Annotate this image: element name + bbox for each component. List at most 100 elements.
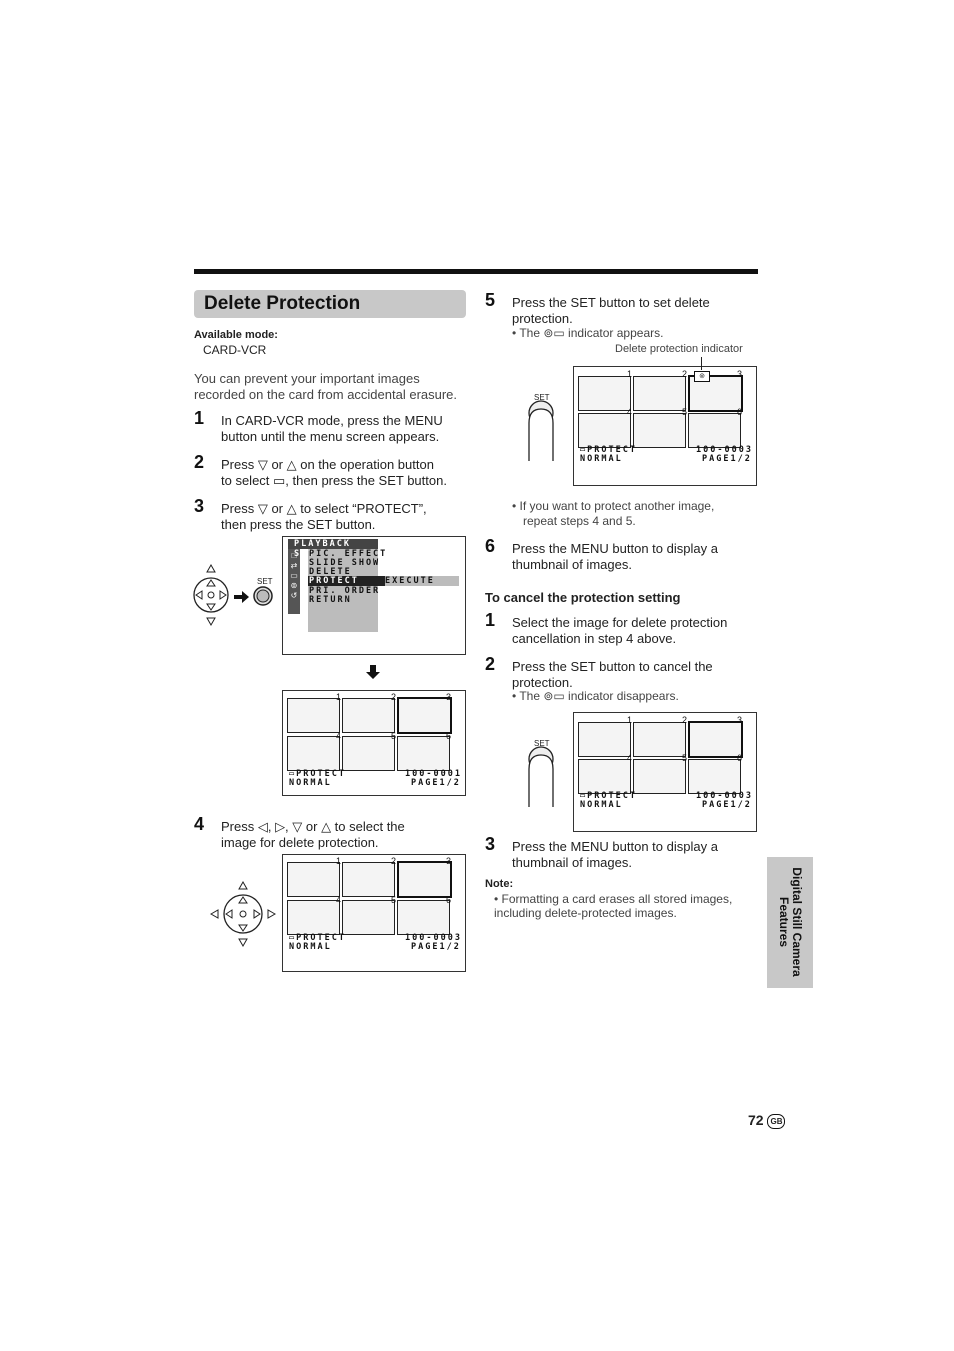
step-number: 3	[194, 496, 205, 516]
thumbnail	[633, 376, 686, 411]
thumbnail-number: 6	[446, 895, 452, 905]
thumbnail	[578, 413, 631, 448]
status-page: PAGE1/2	[702, 454, 752, 464]
thumbnail-number: 3	[737, 369, 743, 379]
note-text: • Formatting a card erases all stored im…	[494, 892, 733, 920]
thumbnail-selected	[397, 861, 452, 898]
step-number: 5	[485, 290, 496, 310]
cancel-heading: To cancel the protection setting	[485, 590, 681, 605]
thumbnail-number: 1	[627, 715, 633, 725]
thumbnail	[397, 736, 450, 771]
thumbnail-number: 3	[446, 856, 452, 866]
thumbnail	[578, 376, 631, 411]
menu-item: DELETE	[309, 567, 352, 577]
status-normal: NORMAL	[580, 800, 623, 810]
menu-panel	[308, 541, 378, 632]
finger-pressing-set-icon	[528, 746, 554, 807]
thumbnail	[633, 759, 686, 794]
thumbnail-number: 4	[336, 895, 342, 905]
thumbnail-number: 3	[737, 715, 743, 725]
thumbnail-number: 1	[336, 692, 342, 702]
thumbnail	[633, 722, 686, 757]
status-protect: ▭PROTECT	[580, 445, 637, 455]
thumbnail-number: 5	[682, 407, 688, 417]
status-file-number: 100-0003	[696, 791, 753, 801]
thumbnail	[578, 722, 631, 757]
thumbnail	[688, 413, 741, 448]
thumbnail-number: 5	[682, 753, 688, 763]
thumbnail-number: 2	[391, 692, 397, 702]
thumbnail-screen: 1 2 3 4 5 6 ▭PROTECT 100-0003 NORMAL PAG…	[573, 712, 757, 832]
menu-execute: EXECUTE	[385, 576, 459, 586]
status-page: PAGE1/2	[411, 942, 461, 952]
thumbnail	[287, 862, 340, 897]
note-label: Note:	[485, 878, 514, 890]
step-number: 3	[485, 834, 496, 854]
thumbnail-screen: ⊚ 1 2 3 4 5 6 ▭PROTECT 100-0003 NORMAL P…	[573, 366, 757, 486]
menu-screen: □⇄▭⊚↺ PLAYBACK SET PIC. EFFECT SLIDE SHO…	[282, 536, 466, 655]
set-button-label: SET	[257, 577, 273, 586]
thumbnail	[397, 900, 450, 935]
step-number: 2	[485, 654, 496, 674]
thumbnail-number: 4	[627, 753, 633, 763]
menu-item: PIC. EFFECT	[309, 549, 388, 559]
set-button-label: SET	[534, 739, 550, 748]
thumbnail-number: 4	[336, 731, 342, 741]
finger-pressing-set-icon	[528, 400, 554, 461]
section-title: Delete Protection	[204, 293, 361, 314]
indicator-caption: Delete protection indicator	[615, 343, 743, 355]
available-mode-value: CARD-VCR	[203, 343, 267, 357]
step-number: 4	[194, 814, 205, 834]
status-protect: ▭PROTECT	[289, 933, 346, 943]
top-rule	[194, 269, 758, 274]
bullet-text: • The ⊚▭ indicator disappears.	[512, 689, 679, 703]
status-normal: NORMAL	[289, 778, 332, 788]
thumbnail-number: 1	[336, 856, 342, 866]
thumbnail-number: 2	[682, 369, 688, 379]
indicator-leader-line	[701, 357, 702, 370]
status-protect: ▭PROTECT	[289, 769, 346, 779]
available-mode-label: Available mode:	[194, 329, 278, 341]
step-number: 1	[485, 610, 496, 630]
thumbnail-number: 6	[737, 753, 743, 763]
status-page: PAGE1/2	[702, 800, 752, 810]
thumbnail-number: 1	[627, 369, 633, 379]
thumbnail-number: 5	[391, 731, 397, 741]
thumbnail	[342, 900, 395, 935]
bullet-text: • If you want to protect another image, …	[512, 499, 715, 528]
menu-item: PRI. ORDER	[309, 586, 381, 596]
step-number: 1	[194, 408, 205, 428]
thumbnail	[688, 759, 741, 794]
thumbnail	[287, 698, 340, 733]
thumbnail-selected	[688, 721, 743, 758]
status-file-number: 100-0003	[405, 933, 462, 943]
thumbnail-number: 2	[391, 856, 397, 866]
thumbnail-number: 4	[627, 407, 633, 417]
thumbnail-number: 5	[391, 895, 397, 905]
gb-badge: GB	[767, 1113, 786, 1129]
thumbnail-number: 6	[446, 731, 452, 741]
thumbnail-selected	[397, 697, 452, 734]
down-arrow-icon	[366, 665, 380, 679]
protection-key-icon: ⊚	[694, 371, 710, 382]
menu-item-selected: PROTECT	[308, 576, 385, 586]
thumbnail	[342, 736, 395, 771]
operation-button-illustration	[193, 563, 273, 627]
menu-icon-column: □⇄▭⊚↺	[288, 541, 300, 614]
thumbnail	[578, 759, 631, 794]
thumbnail	[287, 736, 340, 771]
menu-title: PLAYBACK SET	[288, 539, 378, 559]
thumbnail	[287, 900, 340, 935]
set-button-label: SET	[534, 393, 550, 402]
thumbnail-number: 2	[682, 715, 688, 725]
thumbnail-screen: 1 2 3 4 5 6 ▭PROTECT 100-0001 NORMAL PAG…	[282, 690, 466, 796]
step-number: 2	[194, 452, 205, 472]
